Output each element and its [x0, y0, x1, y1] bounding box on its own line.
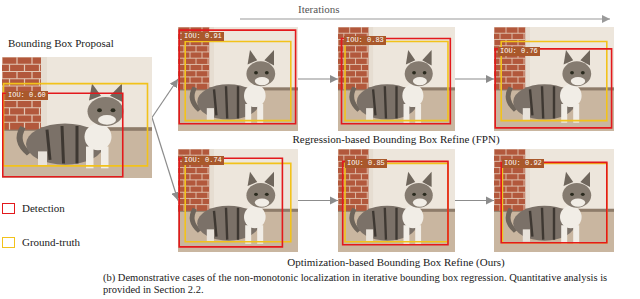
iteration-arrow: [298, 200, 338, 201]
image-panel: IOU: 0.74: [178, 149, 298, 252]
ground-truth-box: [345, 163, 448, 241]
figure-caption: (b) Demonstrative cases of the non-monot…: [103, 272, 633, 296]
detection-box: [179, 158, 282, 247]
image-panel: Bounding Box ProposalIOU: 0.60: [2, 57, 152, 178]
image-panel: IOU: 0.76: [494, 27, 614, 131]
detection-box: [3, 93, 123, 176]
cat-photo: [2, 57, 152, 178]
detection-box: [501, 162, 607, 242]
row-caption: Optimization-based Bounding Box Refine (…: [287, 256, 505, 269]
detection-box: [343, 161, 448, 244]
iou-label: IOU: 0.85: [345, 159, 387, 168]
cat-photo: [178, 27, 298, 131]
iou-label: IOU: 0.91: [182, 32, 224, 41]
ground-truth-box: [4, 84, 148, 166]
legend-swatch: [2, 203, 15, 214]
iou-label: IOU: 0.74: [182, 156, 224, 165]
legend-text: Ground-truth: [22, 236, 80, 249]
iteration-arrow: [298, 78, 338, 79]
iou-label: IOU: 0.92: [502, 159, 544, 168]
iterations-line: [240, 18, 610, 19]
iteration-arrow: [455, 200, 494, 201]
panel-heading: Bounding Box Proposal: [8, 37, 114, 50]
detection-box: [179, 30, 295, 124]
image-panel: IOU: 0.91: [178, 27, 298, 131]
cat-photo: [494, 27, 614, 131]
image-panel: IOU: 0.85: [338, 149, 455, 252]
detection-box: [342, 38, 451, 123]
image-panel: IOU: 0.83: [338, 27, 455, 131]
iou-label: IOU: 0.83: [344, 36, 386, 45]
image-panel: IOU: 0.92: [494, 149, 614, 252]
iteration-arrow: [152, 79, 178, 118]
iteration-arrow: [455, 78, 494, 79]
ground-truth-box: [185, 42, 291, 121]
ground-truth-box: [502, 163, 606, 242]
legend-swatch: [2, 237, 15, 248]
iou-label: IOU: 0.76: [498, 47, 540, 56]
iou-label: IOU: 0.60: [6, 91, 48, 100]
detection-box: [495, 49, 611, 128]
ground-truth-box: [185, 163, 291, 241]
iteration-arrow: [152, 118, 178, 201]
row-caption: Regression-based Bounding Box Refine (FP…: [292, 133, 499, 146]
legend-text: Detection: [22, 202, 65, 215]
axis-label: Iterations: [298, 3, 340, 16]
ground-truth-box: [345, 42, 448, 121]
